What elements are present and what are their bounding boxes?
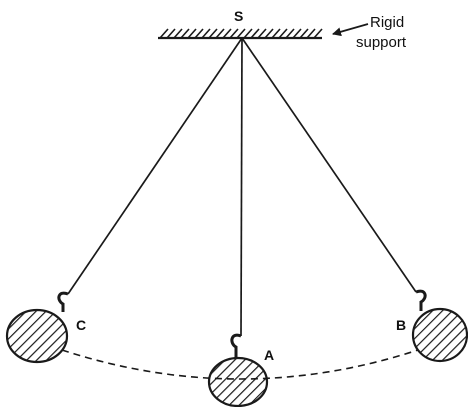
suspension-point-label: S — [234, 8, 243, 24]
rigid-support-label-line2: support — [356, 34, 407, 51]
rigid-support-label-line1: Rigid — [370, 14, 404, 31]
support-pointer-arrow — [332, 23, 369, 37]
string-to-b — [241, 37, 417, 293]
bob-a — [207, 356, 269, 407]
hook-c — [57, 291, 69, 312]
bob-c — [5, 308, 69, 364]
string-to-a — [240, 37, 243, 337]
hook-b — [415, 289, 427, 311]
rigid-support — [158, 28, 323, 40]
hook-a — [230, 333, 242, 358]
support-hatching — [159, 28, 323, 39]
string-to-c — [67, 37, 243, 295]
bob-b — [411, 307, 468, 363]
bob-c-label: C — [76, 317, 86, 333]
bob-a-label: A — [264, 347, 274, 363]
bob-b-label: B — [396, 317, 406, 333]
